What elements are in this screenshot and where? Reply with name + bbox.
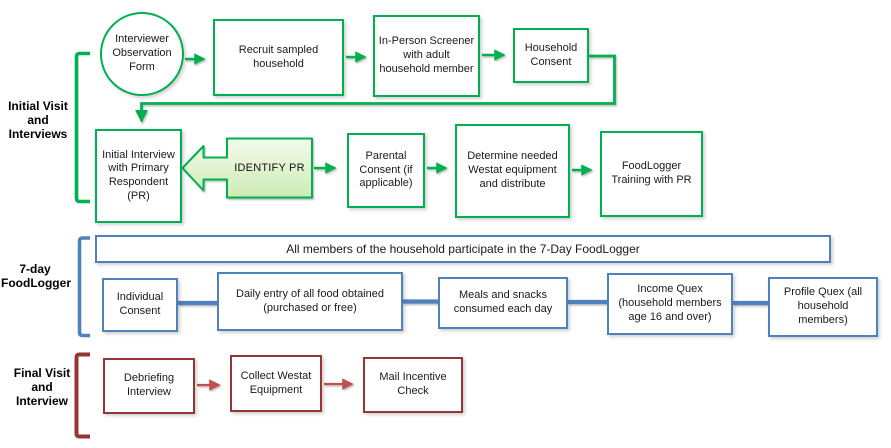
node-collect-westat-equipment: Collect Westat Equipment — [230, 355, 322, 412]
node-debriefing-interview: Debriefing Interview — [103, 358, 195, 414]
node-in-person-screener: In-Person Screener with adult household … — [373, 15, 480, 97]
node-recruit-sampled-household: Recruit sampled household — [213, 19, 344, 96]
node-interviewer-observation-form: Interviewer Observation Form — [100, 12, 184, 96]
node-identify-pr-label: IDENTIFY PR — [234, 161, 305, 174]
node-individual-consent: Individual Consent — [102, 278, 178, 332]
node-foodlogger-training: FoodLogger Training with PR — [600, 131, 703, 217]
section-label-7day-foodlogger: 7-day FoodLogger — [1, 262, 71, 291]
section-label-initial-visit: Initial Visit and Interviews — [8, 99, 68, 142]
identify-pr-callout-shape — [181, 137, 313, 199]
final-section-bracket — [74, 352, 90, 439]
node-mail-incentive-check: Mail Incentive Check — [363, 357, 463, 413]
node-initial-interview-pr: Initial Interview with Primary Responden… — [95, 129, 182, 223]
node-income-quex: Income Quex (household members age 16 an… — [607, 273, 733, 335]
foodlogger-section-bracket — [77, 236, 90, 338]
initial-section-bracket — [74, 51, 90, 204]
node-7day-banner: All members of the household participate… — [95, 235, 831, 263]
arrow-consent-to-initial-interview — [135, 54, 616, 123]
node-parental-consent: Parental Consent (if applicable) — [347, 133, 425, 208]
node-daily-entry: Daily entry of all food obtained (purcha… — [217, 272, 403, 331]
node-profile-quex: Profile Quex (all household members) — [768, 277, 878, 337]
node-determine-westat-equipment: Determine needed Westat equipment and di… — [455, 124, 570, 218]
node-household-consent: Household Consent — [513, 28, 589, 83]
section-label-final-visit: Final Visit and Interview — [13, 366, 71, 409]
node-meals-snacks: Meals and snacks consumed each day — [438, 277, 568, 329]
